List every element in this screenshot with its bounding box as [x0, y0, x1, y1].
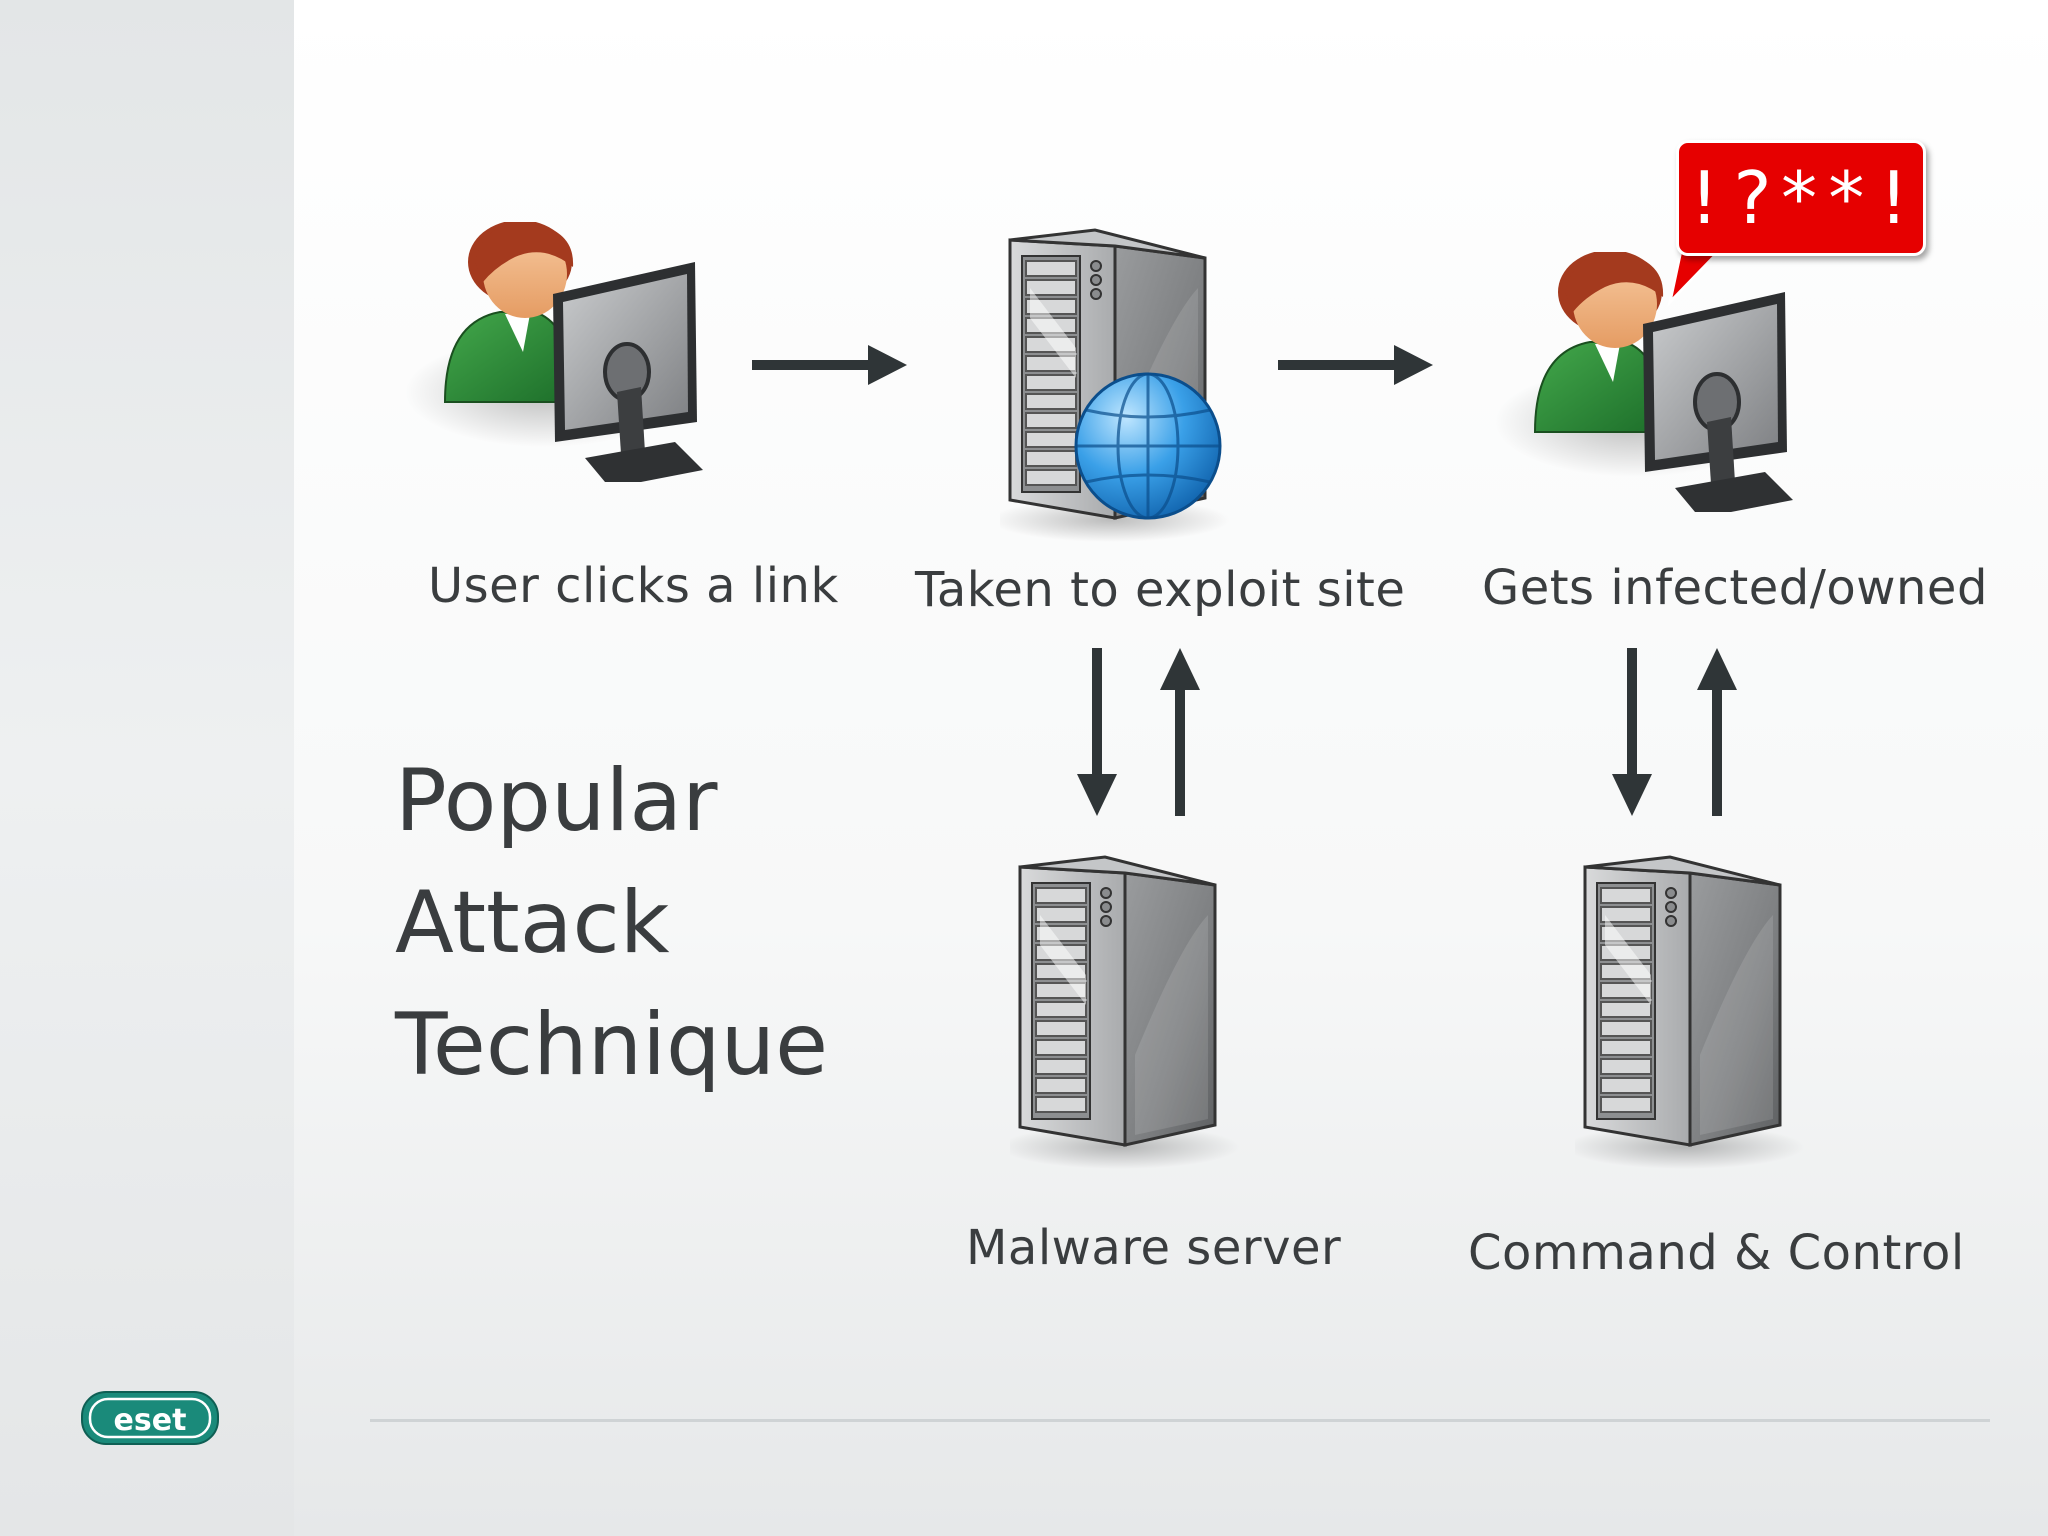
svg-text:eset: eset — [114, 1403, 187, 1438]
server-icon — [1575, 855, 1807, 1171]
arrow-right-icon — [1278, 345, 1433, 385]
title-line: Attack — [395, 873, 670, 973]
node-label-exploit-site: Taken to exploit site — [915, 562, 1406, 618]
title-line: Technique — [395, 995, 829, 1095]
footer-divider — [370, 1419, 1990, 1422]
slide-title: Popular Attack Technique — [395, 740, 828, 1106]
eset-logo: eset — [81, 1391, 219, 1445]
node-label-command-control: Command & Control — [1468, 1225, 1965, 1281]
arrow-right-icon — [752, 345, 907, 385]
user-computer-icon — [405, 222, 705, 482]
arrow-up-icon — [1697, 648, 1737, 816]
arrow-up-icon — [1160, 648, 1200, 816]
speech-bubble: !?**! — [1676, 140, 1926, 256]
sidebar-panel — [0, 0, 294, 1536]
node-label-user: User clicks a link — [428, 558, 839, 614]
server-icon — [1010, 855, 1242, 1171]
user-computer-icon — [1495, 252, 1795, 512]
node-label-infected: Gets infected/owned — [1482, 560, 1988, 616]
node-label-malware-server: Malware server — [966, 1220, 1342, 1276]
title-line: Popular — [395, 751, 718, 851]
arrow-down-icon — [1612, 648, 1652, 816]
globe-icon — [1074, 372, 1222, 520]
speech-bubble-text: !?**! — [1682, 156, 1920, 240]
arrow-down-icon — [1077, 648, 1117, 816]
web-server-icon — [1000, 228, 1232, 544]
